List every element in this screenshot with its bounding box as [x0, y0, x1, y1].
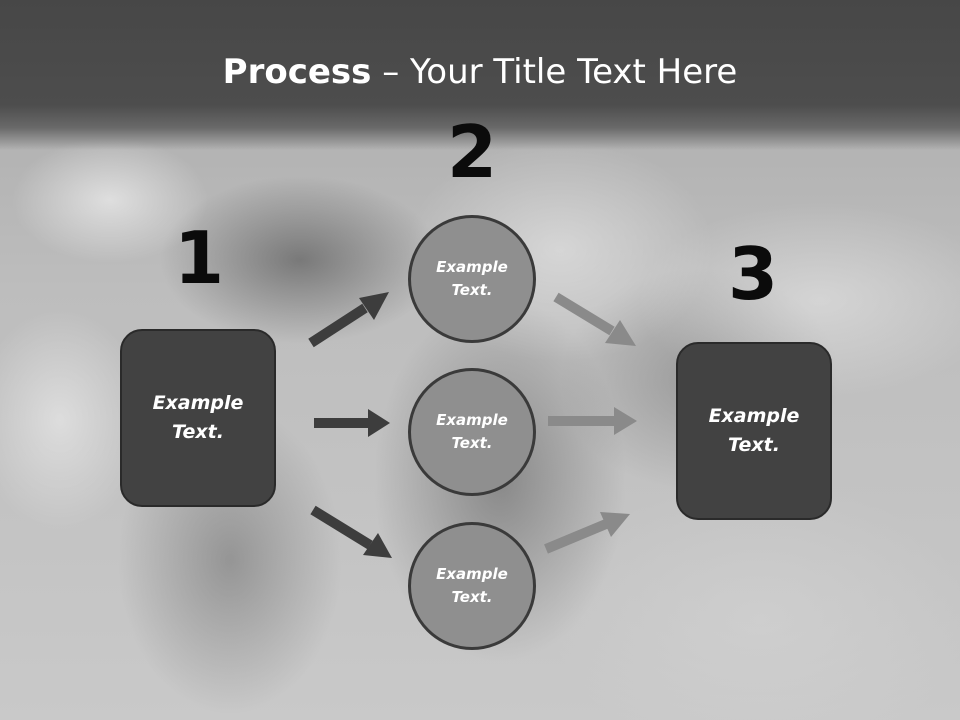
circle-text: Example Text.: [436, 411, 508, 452]
arrow-top-to-3: [553, 292, 636, 346]
step-number-3: 3: [727, 232, 779, 316]
arrow-1-to-top: [308, 292, 389, 348]
title-separator: –: [371, 52, 411, 92]
arrow-1-to-middle: [314, 409, 390, 437]
step-2-circle-top: Example Text.: [408, 215, 536, 343]
step-2-circle-middle: Example Text.: [408, 368, 536, 496]
circle-text: Example Text.: [436, 565, 508, 606]
slide-title: Process – Your Title Text Here: [0, 52, 960, 92]
arrow-bottom-to-3: [544, 512, 630, 554]
arrow-middle-to-3: [548, 407, 637, 435]
title-band: [0, 0, 960, 150]
step-1-box-text: Example Text.: [152, 392, 244, 443]
circle-text: Example Text.: [436, 258, 508, 299]
step-3-box: Example Text.: [676, 342, 832, 520]
title-bold-part: Process: [222, 52, 372, 92]
title-rest-part: Your Title Text Here: [410, 52, 738, 92]
arrow-1-to-bottom: [310, 505, 392, 558]
step-1-box: Example Text.: [120, 329, 276, 507]
step-3-box-text: Example Text.: [708, 405, 800, 456]
step-number-2: 2: [446, 110, 498, 194]
step-2-circle-bottom: Example Text.: [408, 522, 536, 650]
step-number-1: 1: [173, 216, 225, 300]
